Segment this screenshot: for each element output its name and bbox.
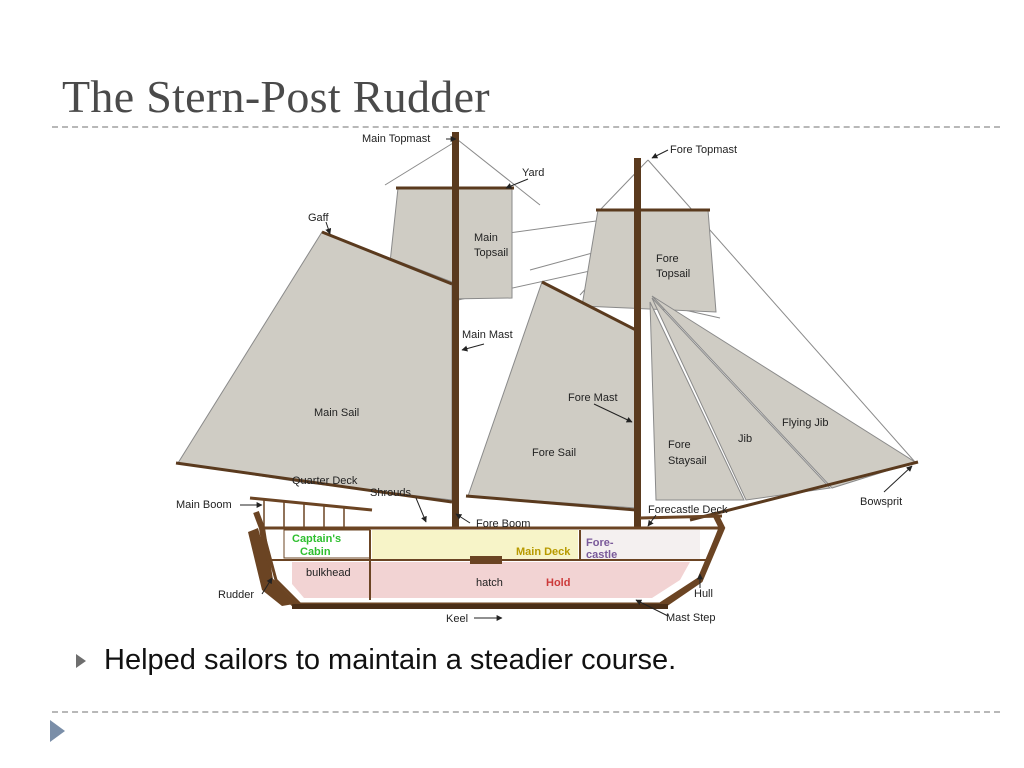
label-rudder: Rudder <box>218 589 254 601</box>
label-forecastle-2: castle <box>586 549 617 561</box>
label-hull: Hull <box>694 588 713 600</box>
bullet-arrow-icon <box>76 653 86 668</box>
label-main-sail: Main Sail <box>314 407 359 419</box>
title-divider <box>52 126 1000 128</box>
keel <box>292 604 668 609</box>
main-gaff <box>321 230 453 286</box>
label-main-topmast: Main Topmast <box>362 133 430 145</box>
main-sail <box>177 231 453 501</box>
label-main-topsail-1: Main <box>474 232 498 244</box>
main-boom <box>175 461 453 504</box>
fore-boom <box>465 494 637 512</box>
label-fore-topsail-1: Fore <box>656 253 679 265</box>
label-main-topsail-2: Topsail <box>474 247 508 259</box>
label-hatch: hatch <box>476 577 503 589</box>
slide-title: The Stern-Post Rudder <box>62 71 490 122</box>
label-fore-mast: Fore Mast <box>568 392 618 404</box>
label-bulkhead: bulkhead <box>306 567 351 579</box>
label-keel: Keel <box>446 613 468 625</box>
label-shrouds: Shrouds <box>370 487 411 499</box>
hull <box>248 496 726 609</box>
label-fore-topsail-2: Topsail <box>656 268 690 280</box>
rudder <box>248 528 294 606</box>
label-main-deck: Main Deck <box>516 546 571 558</box>
label-fore-staysail-1: Fore <box>668 439 691 451</box>
bullet-item: Helped sailors to maintain a steadier co… <box>76 644 676 677</box>
label-forecastle-deck: Forecastle Deck <box>648 504 728 516</box>
label-jib: Jib <box>738 433 752 445</box>
label-fore-sail: Fore Sail <box>532 447 576 459</box>
label-bowsprit: Bowsprit <box>860 496 902 508</box>
next-slide-arrow-icon[interactable] <box>50 720 65 742</box>
bowsprit <box>689 460 919 522</box>
forecastle-area <box>580 530 700 560</box>
label-hold: Hold <box>546 577 570 589</box>
label-main-boom: Main Boom <box>176 499 232 511</box>
fore-gaff <box>541 280 637 332</box>
label-captains-cabin-1: Captain's <box>292 533 341 545</box>
main-mast <box>452 132 459 602</box>
label-main-mast: Main Mast <box>462 329 513 341</box>
bullet-text: Helped sailors to maintain a steadier co… <box>104 644 677 676</box>
fore-topsail <box>581 209 717 313</box>
fore-staysail <box>649 301 745 501</box>
label-forecastle-1: Fore- <box>586 537 614 549</box>
flying-jib-sail <box>651 295 917 489</box>
footer-divider <box>52 711 1000 713</box>
label-captains-cabin-2: Cabin <box>300 546 331 558</box>
label-quarter-deck: Quarter Deck <box>292 475 358 487</box>
label-fore-boom: Fore Boom <box>476 518 530 530</box>
main-deck-area <box>372 530 578 560</box>
label-gaff: Gaff <box>308 212 330 224</box>
label-yard: Yard <box>522 167 544 179</box>
captains-cabin-area <box>283 529 371 559</box>
label-fore-staysail-2: Staysail <box>668 455 707 467</box>
label-mast-step: Mast Step <box>666 612 716 624</box>
label-fore-topmast: Fore Topmast <box>670 144 737 156</box>
label-flying-jib: Flying Jib <box>782 417 828 429</box>
hold-area <box>292 562 690 598</box>
fore-mast <box>634 158 641 602</box>
